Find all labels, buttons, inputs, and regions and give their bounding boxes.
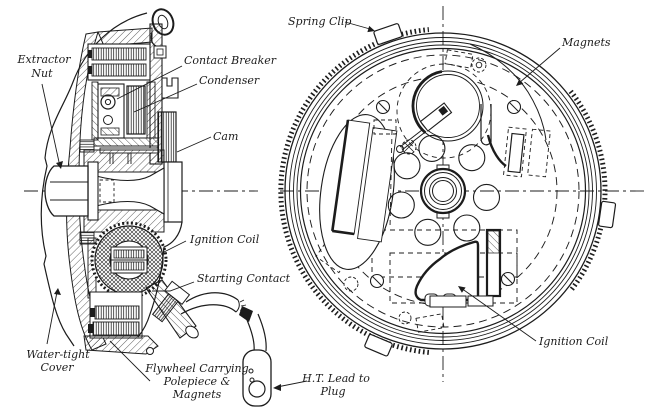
- rim-foot: [146, 347, 154, 355]
- contact-breaker-part: [91, 81, 125, 141]
- label-condenser: Condenser: [199, 74, 260, 87]
- breaker-side-plate: [146, 81, 156, 139]
- ht-plug-connector: [239, 306, 272, 407]
- label-flywheel-line3: Magnets: [172, 388, 222, 401]
- lead-cable: [180, 292, 247, 315]
- wire-loop: [150, 8, 175, 59]
- left-polepiece-assembly: [319, 114, 398, 270]
- label-water-tight-line2: Cover: [40, 361, 74, 374]
- condenser-part: [126, 85, 146, 135]
- label-contact-breaker: Contact Breaker: [184, 54, 277, 67]
- castellated-block: [161, 77, 179, 99]
- hub-part: [419, 164, 467, 219]
- spring-upper: [79, 139, 95, 153]
- flywheel-rim-rings: [284, 32, 602, 350]
- label-cam: Cam: [213, 130, 238, 143]
- label-extractor-nut-line2: Nut: [30, 67, 53, 80]
- label-flywheel-line1: Flywheel Carrying: [144, 362, 248, 375]
- extractor-nut-part: [44, 161, 99, 221]
- rim-knurl-right: [568, 89, 608, 293]
- label-flywheel-line2: Polepiece &: [163, 375, 231, 388]
- armature-windings-top: [87, 43, 151, 81]
- keyway-hidden: [99, 179, 115, 203]
- top-magnet-part: [396, 63, 492, 159]
- hidden-screw-circles: [343, 57, 487, 325]
- lightening-holes: [387, 134, 501, 246]
- starting-contact-part: [145, 279, 199, 339]
- label-spring-clip: Spring Clip: [288, 15, 351, 28]
- label-ht-lead-line1: H.T. Lead to: [301, 372, 370, 385]
- housing-top-plate: [97, 27, 153, 47]
- label-extractor-nut-line1: Extractor: [17, 53, 72, 66]
- label-ignition-coil-right: Ignition Coil: [538, 335, 609, 348]
- armature-windings-bottom: [88, 291, 143, 339]
- hidden-tab-bottom: [415, 313, 445, 333]
- cross-section-view: [24, 8, 272, 407]
- labels: Extractor Nut Contact Breaker Condenser …: [17, 15, 611, 401]
- ignition-coil-part: [87, 221, 168, 299]
- breaker-platform: [93, 137, 159, 147]
- spring-clip-part: [364, 23, 617, 357]
- right-polepiece-assembly: [469, 43, 551, 178]
- hub-boss: [163, 161, 183, 223]
- hidden-tab-top: [444, 49, 474, 69]
- flywheel-front-view: [278, 6, 648, 382]
- label-magnets: Magnets: [561, 36, 611, 49]
- leader-lines: [41, 21, 561, 391]
- crankshaft-taper: [95, 167, 165, 215]
- bottom-magnet-part: [414, 228, 502, 308]
- hidden-rect-left: [373, 119, 397, 135]
- label-starting-contact: Starting Contact: [197, 272, 291, 285]
- web-upper: [83, 149, 165, 173]
- label-ht-lead-line2: Plug: [319, 385, 345, 398]
- label-ignition-coil-left: Ignition Coil: [189, 233, 260, 246]
- label-water-tight-line1: Water-tight: [26, 348, 90, 361]
- screw-heads: [369, 99, 522, 289]
